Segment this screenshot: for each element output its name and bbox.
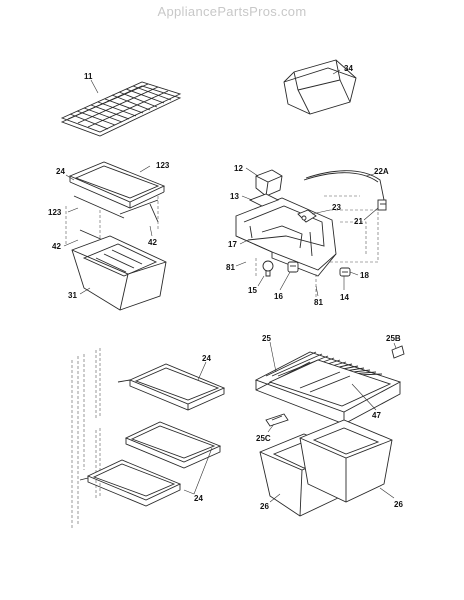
light-socket[interactable]: [287, 261, 299, 273]
label-13: 13: [230, 192, 239, 201]
door-bin[interactable]: [283, 59, 357, 115]
temperature-control[interactable]: [297, 209, 317, 223]
light-switch[interactable]: [339, 267, 351, 277]
glass-shelf-top[interactable]: [117, 363, 226, 411]
glass-shelf-middle[interactable]: [124, 421, 222, 469]
label-21: 21: [354, 217, 363, 226]
glass-shelf-bottom[interactable]: [79, 459, 182, 507]
label-18: 18: [360, 271, 369, 280]
light-bulb[interactable]: [262, 260, 274, 277]
label-17: 17: [228, 240, 237, 249]
label-25C: 25C: [256, 434, 271, 443]
crisper-bin[interactable]: [71, 235, 167, 311]
label-25B: 25B: [386, 334, 401, 343]
label-42-right: 42: [148, 238, 157, 247]
crisper-bin-right[interactable]: [299, 419, 393, 503]
label-24-upper: 24: [56, 167, 65, 176]
wiring-harness[interactable]: [303, 170, 387, 211]
site-watermark: AppliancePartsPros.com: [157, 4, 307, 19]
crisper-cover-clip[interactable]: [391, 345, 405, 359]
label-81-right: 81: [314, 298, 323, 307]
damper-control[interactable]: [255, 169, 283, 197]
air-damper-housing[interactable]: [235, 197, 337, 277]
shelf-rails[interactable]: [73, 195, 159, 245]
label-42-left: 42: [52, 242, 61, 251]
crisper-cover-shelf[interactable]: [68, 161, 166, 209]
label-15: 15: [248, 286, 257, 295]
label-11: 11: [84, 72, 93, 81]
label-47: 47: [372, 411, 381, 420]
crisper-cover-glass[interactable]: [268, 359, 392, 407]
label-25: 25: [262, 334, 271, 343]
label-24-bottom: 24: [194, 494, 203, 503]
label-34: 34: [344, 64, 353, 73]
label-23: 23: [332, 203, 341, 212]
crisper-cover-support[interactable]: [265, 413, 289, 427]
wire-shelf[interactable]: [60, 81, 182, 137]
label-26-left: 26: [260, 502, 269, 511]
control-plate[interactable]: [248, 193, 280, 207]
label-12: 12: [234, 164, 243, 173]
label-31: 31: [68, 291, 77, 300]
label-16: 16: [274, 292, 283, 301]
label-81-left: 81: [226, 263, 235, 272]
label-22A: 22A: [374, 167, 389, 176]
label-26-right: 26: [394, 500, 403, 509]
cabinet-liner: [71, 348, 101, 530]
label-14: 14: [340, 293, 349, 302]
label-123-lower: 123: [48, 208, 62, 217]
label-123-upper: 123: [156, 161, 170, 170]
label-24-top: 24: [202, 354, 211, 363]
